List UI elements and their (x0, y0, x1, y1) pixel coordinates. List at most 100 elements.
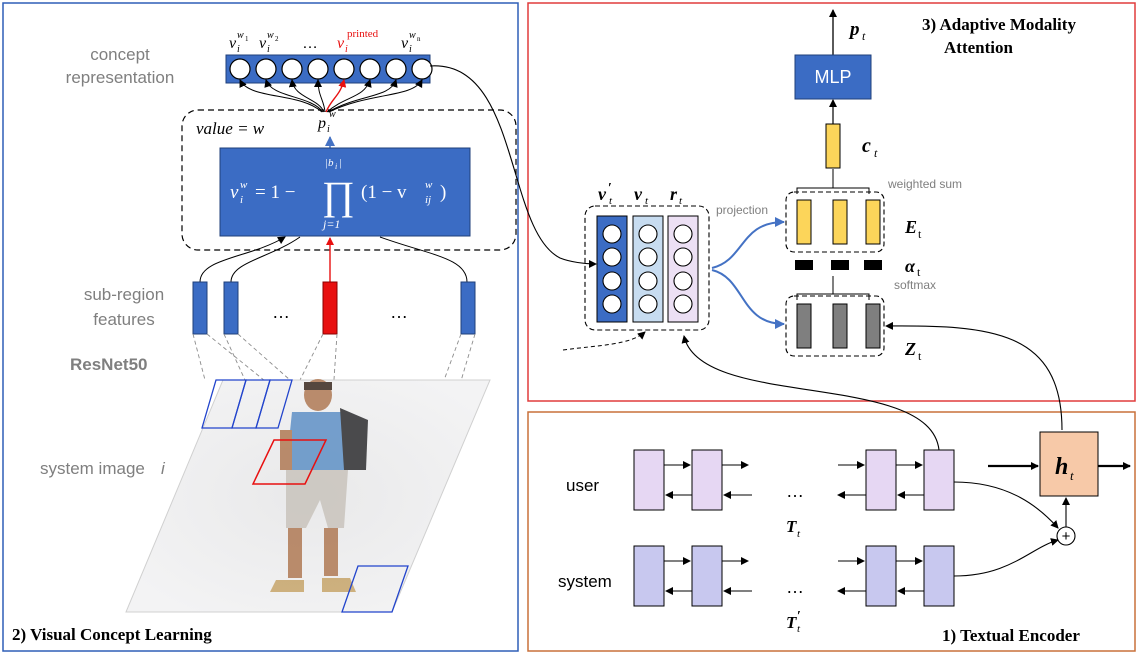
svg-text:v: v (337, 35, 345, 52)
E-vector (865, 199, 881, 245)
user-encoder-cells (633, 449, 955, 511)
concept-to-attention-curve (429, 65, 597, 268)
user-cell (691, 449, 723, 511)
svg-text:i: i (240, 194, 243, 206)
T-prime-t-label: T ′ t (786, 609, 801, 635)
r-t-label: r (670, 184, 678, 204)
svg-text:t: t (918, 349, 922, 363)
subregion-feature-bars (192, 281, 476, 335)
weighted-sum-label: weighted sum (887, 177, 962, 191)
system-cell (865, 545, 897, 607)
svg-text:= 1 −: = 1 − (255, 182, 295, 203)
softmax-bracket (796, 293, 870, 300)
user-cell (923, 449, 955, 511)
concept-node (359, 58, 381, 80)
concept-node (411, 58, 433, 80)
formula-box (219, 147, 471, 237)
subregion-ellipsis-1: … (272, 302, 290, 322)
user-ellipsis: … (786, 481, 804, 501)
concept-node (307, 58, 329, 80)
vector-nodes (602, 224, 693, 314)
svg-text:T: T (786, 613, 797, 632)
svg-text:v: v (401, 35, 409, 52)
svg-text:t: t (797, 623, 801, 635)
svg-text:h: h (1055, 454, 1068, 480)
v-t-label: v (634, 184, 643, 204)
subregion-label-2: features (93, 310, 154, 329)
svg-text:t: t (1070, 468, 1074, 483)
concept-node (333, 58, 355, 80)
projection-arrow-up (711, 217, 785, 269)
svg-text:n: n (417, 35, 421, 43)
user-label: user (566, 476, 599, 495)
E-box (785, 191, 885, 253)
svg-text:t: t (918, 227, 922, 241)
svg-text:|b: |b (325, 157, 334, 169)
mlp-label: MLP (814, 67, 851, 87)
Z-box (785, 295, 885, 357)
svg-text:′: ′ (608, 181, 612, 196)
svg-text:E: E (904, 217, 917, 237)
system-to-plus-curve (953, 538, 1059, 577)
svg-text:i: i (237, 44, 240, 55)
formula: v i w = 1 − ∏ |b i | j=1 (1 − v ij w ) (230, 157, 446, 231)
mlp-box (794, 54, 872, 100)
concept-fan-arrow-red (325, 79, 347, 113)
user-cell (633, 449, 665, 511)
svg-text:1: 1 (245, 35, 249, 43)
svg-text:t: t (917, 265, 921, 279)
svg-text:v: v (229, 35, 237, 52)
user-cell (865, 449, 897, 511)
system-image-var: i (161, 459, 166, 478)
system-encoder-cells (633, 545, 955, 607)
concept-label-wn: v i w n (401, 30, 421, 55)
concept-label-ellipsis: … (302, 35, 318, 52)
svg-text:): ) (440, 182, 446, 203)
E-vector (796, 199, 812, 245)
svg-text:p: p (317, 115, 326, 132)
svg-text:t: t (862, 29, 866, 43)
subregion-ellipsis-2: … (390, 302, 408, 322)
svg-text:p: p (848, 19, 860, 40)
svg-text:printed: printed (347, 28, 379, 40)
plus-sign: + (1062, 528, 1071, 545)
h-t-label: h t (1055, 454, 1074, 483)
visual-panel (2, 2, 519, 652)
concept-label-w2: v i w 2 (259, 30, 279, 55)
svg-text:t: t (645, 195, 649, 207)
subregion-feature (460, 281, 476, 335)
svg-text:v: v (230, 182, 239, 203)
user-to-r-curve (681, 335, 940, 451)
subregion-label-1: sub-region (84, 285, 164, 304)
subregion-feature (223, 281, 239, 335)
svg-text:w: w (237, 30, 244, 41)
alpha-weight (795, 260, 813, 270)
svg-text:i: i (327, 124, 330, 135)
resnet-label: ResNet50 (70, 355, 148, 374)
svg-text:t: t (874, 146, 878, 160)
projection-arrow-down (711, 269, 785, 329)
region-windows (201, 379, 409, 613)
softmax-label: softmax (894, 278, 936, 292)
svg-text:w: w (409, 30, 416, 41)
svg-text:(1 − v: (1 − v (361, 182, 407, 203)
attention-panel (527, 2, 1136, 402)
svg-text:i: i (267, 44, 270, 55)
value-label: value = w (196, 119, 265, 138)
svg-text:∏: ∏ (322, 173, 355, 218)
svg-text:c: c (862, 135, 871, 157)
svg-text:i: i (409, 44, 412, 55)
svg-text:Z: Z (904, 339, 916, 359)
svg-text:t: t (797, 528, 801, 540)
concept-node (281, 58, 303, 80)
value-box (181, 109, 517, 251)
svg-text:j=1: j=1 (321, 217, 340, 231)
alpha-weight (864, 260, 882, 270)
concept-node (255, 58, 277, 80)
E-label: E t (904, 217, 922, 241)
system-label: system (558, 572, 612, 591)
attention-panel-title-line2: Attention (944, 38, 1013, 57)
concept-node (385, 58, 407, 80)
